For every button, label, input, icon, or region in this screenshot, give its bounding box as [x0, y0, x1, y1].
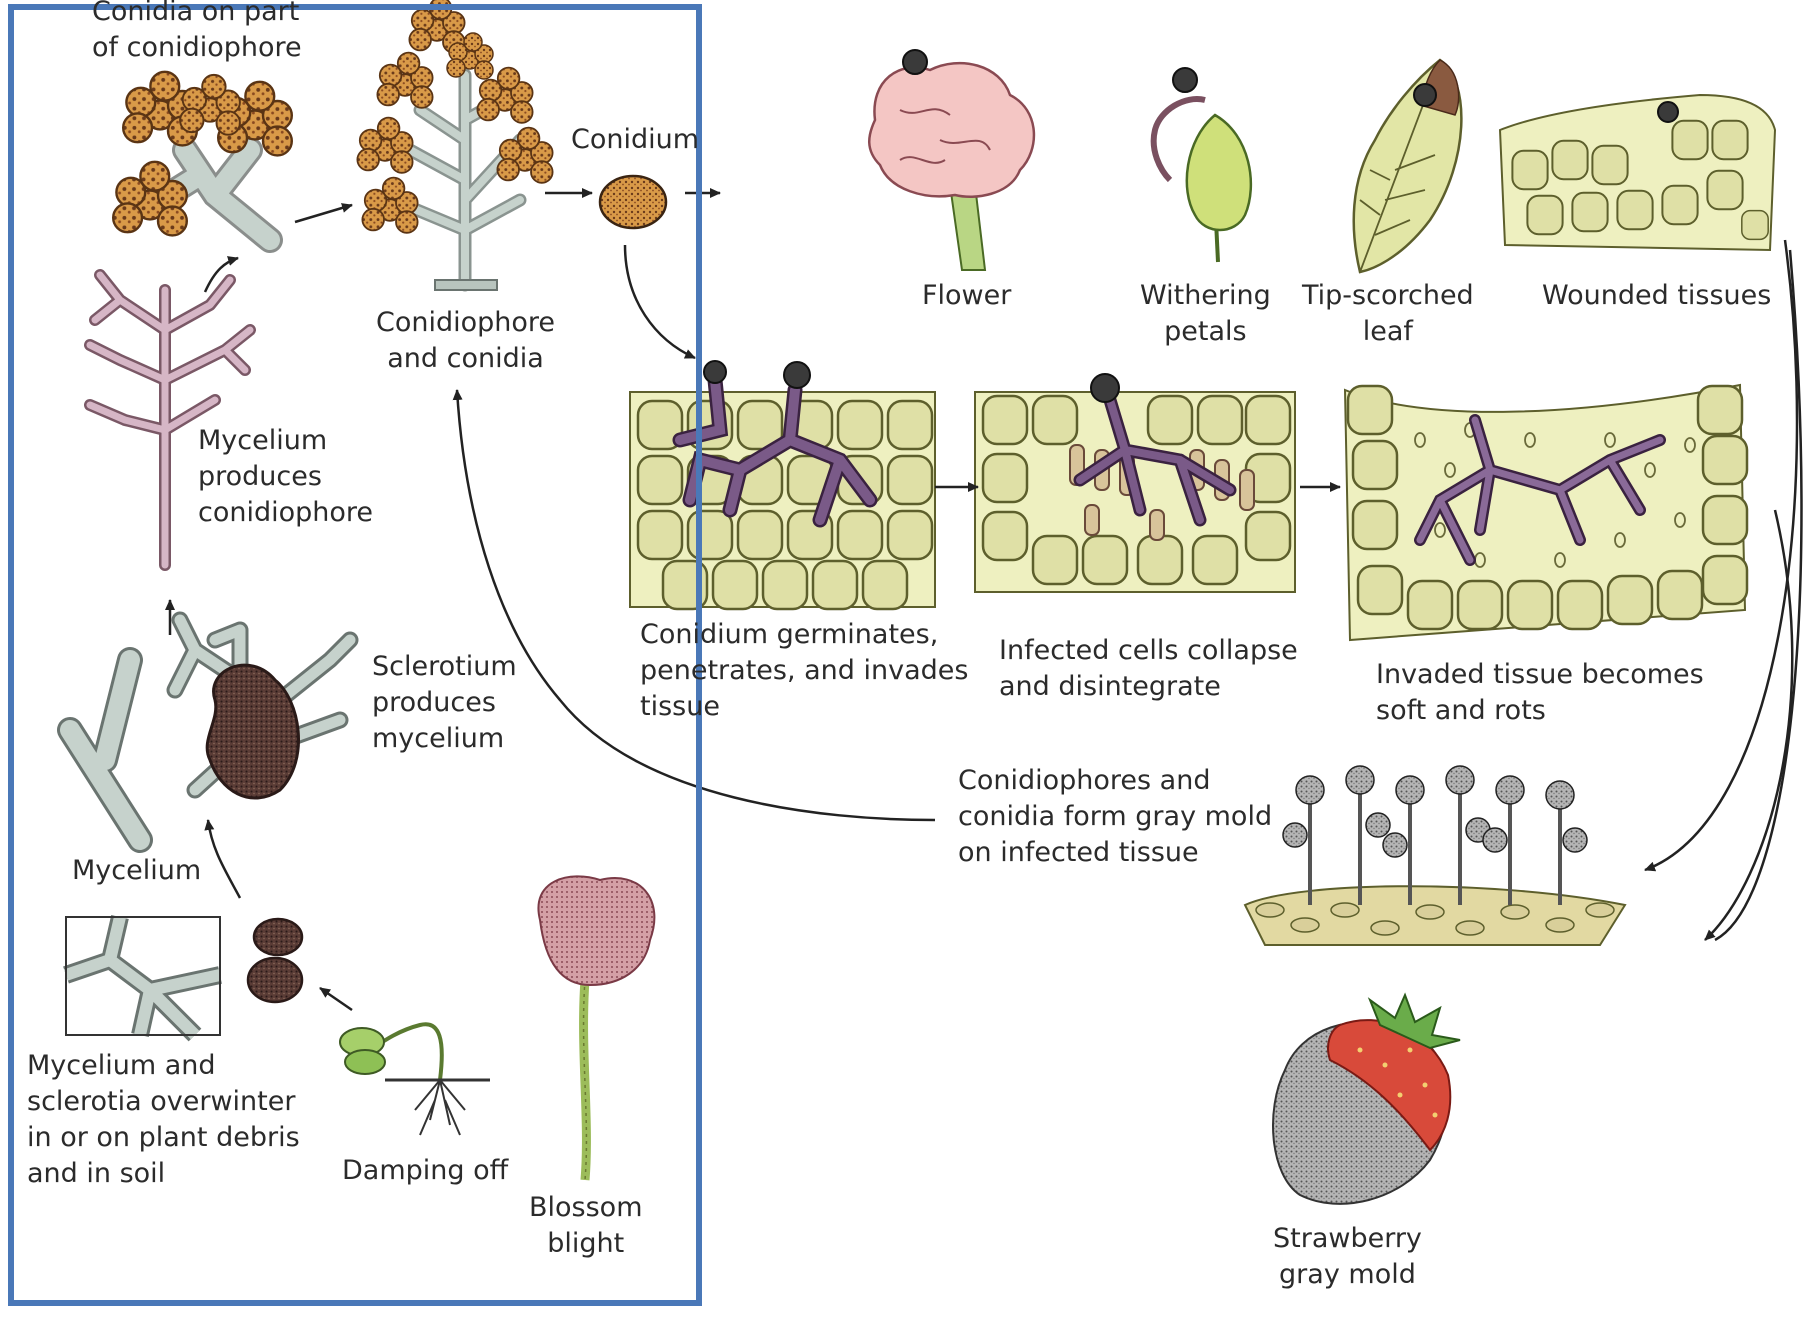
label-wounded-tissues: Wounded tissues [1542, 278, 1771, 314]
rotting-tissue-illustration [1345, 385, 1747, 640]
withering-petals-illustration [1154, 68, 1251, 262]
label-strawberry-gray-mold: Strawberry gray mold [1273, 1221, 1422, 1293]
label-cells-collapse: Infected cells collapse and disintegrate [999, 633, 1298, 705]
label-flower: Flower [922, 278, 1011, 314]
collapsing-cells-illustration [975, 374, 1295, 592]
label-overwinter: Mycelium and sclerotia overwinter in or … [27, 1048, 300, 1192]
strawberry-illustration [1273, 995, 1460, 1204]
label-tip-scorched-leaf: Tip-scorched leaf [1302, 278, 1474, 350]
label-damping-off: Damping off [342, 1153, 508, 1189]
label-conidium-germinates: Conidium germinates, penetrates, and inv… [640, 617, 968, 725]
tip-scorched-leaf-illustration [1354, 60, 1462, 272]
label-conidia-on-part: Conidia on part of conidiophore [92, 0, 302, 66]
label-gray-mold-forms: Conidiophores and conidia form gray mold… [958, 763, 1272, 871]
label-mycelium: Mycelium [72, 853, 201, 889]
label-mycelium-produces-conidiophore: Mycelium produces conidiophore [198, 423, 373, 531]
flower-illustration [869, 50, 1034, 270]
label-blossom-blight: Blossom blight [529, 1190, 643, 1262]
label-conidiophore-and-conidia: Conidiophore and conidia [376, 305, 555, 377]
label-tissue-rots: Invaded tissue becomes soft and rots [1376, 657, 1704, 729]
gray-mold-illustration [1245, 766, 1625, 945]
label-sclerotium-produces-mycelium: Sclerotium produces mycelium [372, 649, 517, 757]
label-withering-petals: Withering petals [1140, 278, 1271, 350]
label-conidium: Conidium [571, 122, 699, 158]
wounded-tissue-illustration [1500, 95, 1775, 250]
